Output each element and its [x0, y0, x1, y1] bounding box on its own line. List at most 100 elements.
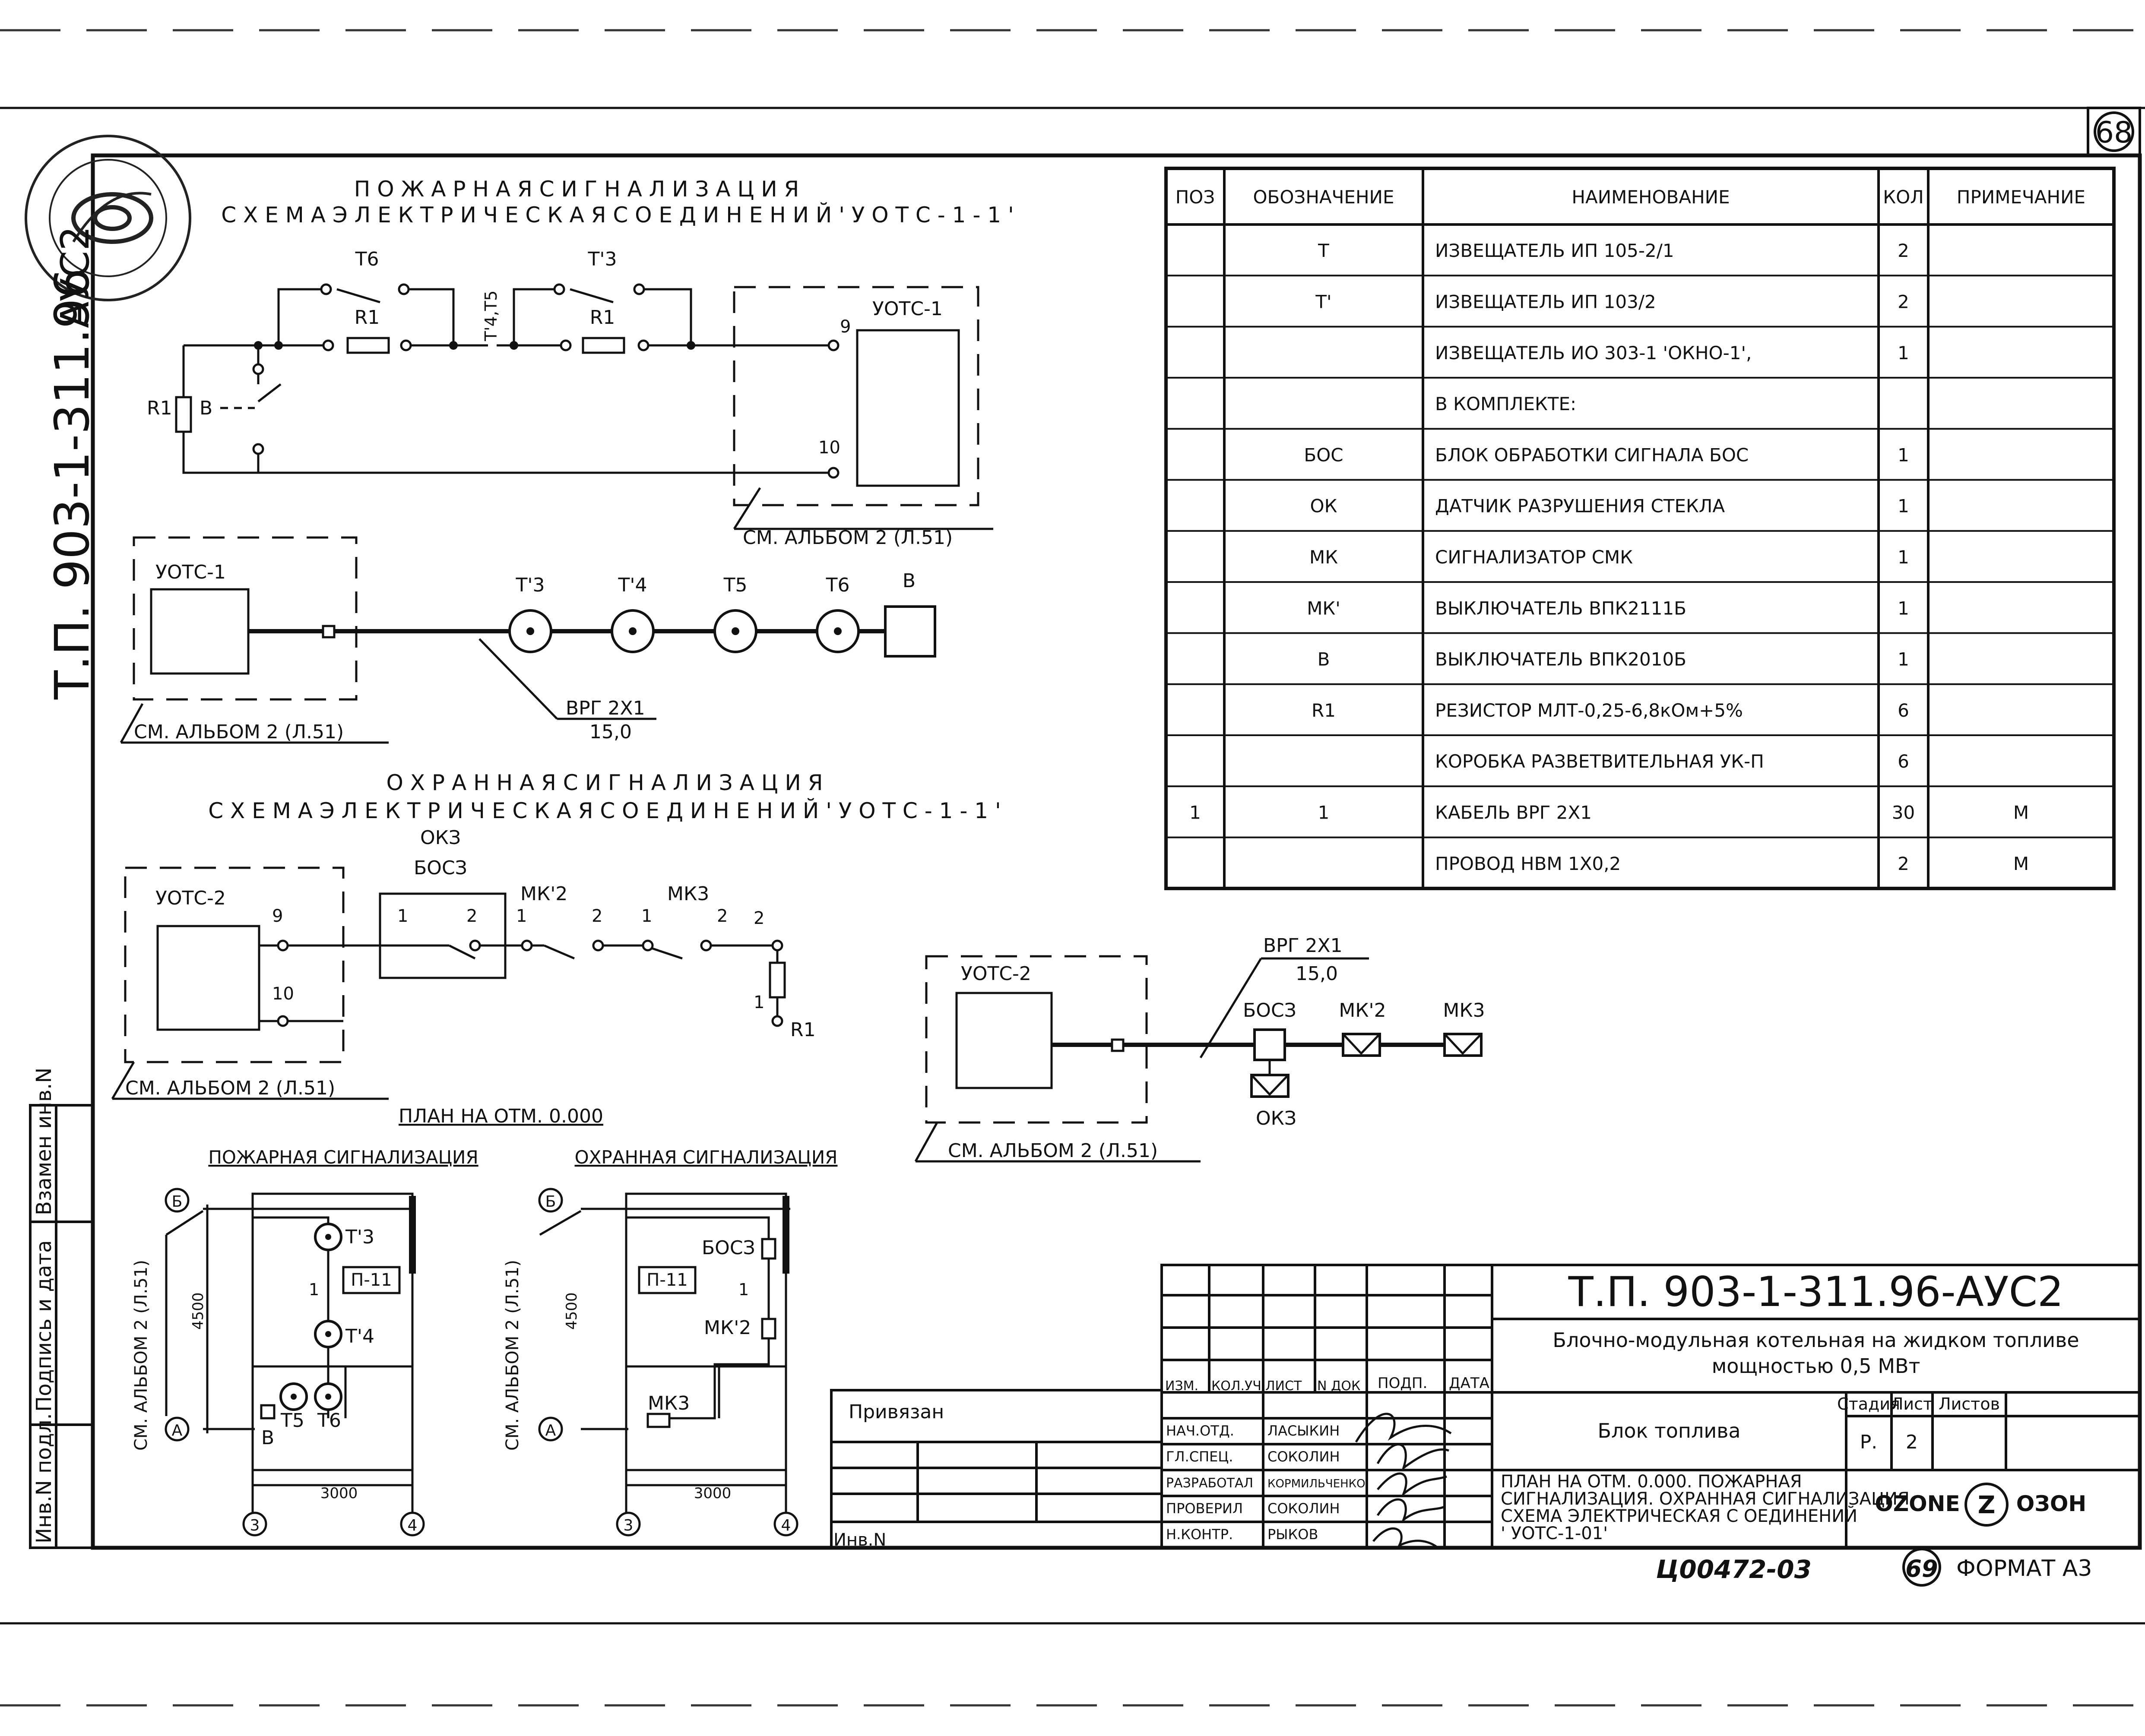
table-cell: Т [1318, 240, 1329, 261]
table-cell: ИЗВЕЩАТЕЛЬ ИП 103/2 [1435, 291, 1656, 312]
svg-text:Т5: Т5 [280, 1410, 304, 1432]
svg-text:РАЗРАБОТАЛ: РАЗРАБОТАЛ [1166, 1476, 1253, 1491]
svg-text:Б: Б [172, 1193, 183, 1211]
svg-text:Т5: Т5 [723, 574, 748, 596]
svg-text:Подпись и дата: Подпись и дата [32, 1240, 56, 1412]
svg-text:СОКОЛИН: СОКОЛИН [1267, 1500, 1340, 1517]
table-cell: 2 [1898, 240, 1909, 261]
table-cell: ОК [1310, 496, 1337, 517]
svg-text:А: А [545, 1422, 556, 1439]
fire-subtitle: С Х Е М А Э Л Е К Т Р И Ч Е С К А Я С О … [221, 202, 1014, 228]
svg-text:Р.: Р. [1860, 1431, 1878, 1453]
svg-text:R1: R1 [355, 307, 380, 329]
svg-text:СМ. АЛЬБОМ 2 (Л.51): СМ. АЛЬБОМ 2 (Л.51) [125, 1077, 335, 1099]
svg-text:Т6: Т6 [355, 248, 379, 270]
svg-text:УОТС-1: УОТС-1 [155, 561, 226, 583]
svg-text:СМ. АЛЬБОМ 2 (Л.51): СМ. АЛЬБОМ 2 (Л.51) [948, 1140, 1158, 1162]
table-header: ОБОЗНАЧЕНИЕ [1253, 187, 1394, 208]
svg-text:Т'3: Т'3 [345, 1226, 374, 1248]
svg-text:N ДОК: N ДОК [1317, 1379, 1360, 1394]
svg-text:4: 4 [408, 1517, 418, 1534]
svg-text:СМ. АЛЬБОМ 2 (Л.51): СМ. АЛЬБОМ 2 (Л.51) [503, 1260, 523, 1451]
svg-text:П-11: П-11 [351, 1270, 392, 1290]
table-cell: БЛОК ОБРАБОТКИ СИГНАЛА БОС [1435, 444, 1749, 465]
svg-text:Т'4: Т'4 [618, 574, 647, 596]
svg-text:ГЛ.СПЕЦ.: ГЛ.СПЕЦ. [1166, 1448, 1233, 1465]
svg-text:ПОДП.: ПОДП. [1378, 1375, 1427, 1392]
svg-text:9: 9 [840, 317, 851, 337]
svg-text:В: В [903, 570, 916, 592]
table-cell: МК [1309, 547, 1338, 568]
table-cell: 1 [1898, 649, 1909, 670]
svg-text:2: 2 [754, 908, 764, 928]
svg-text:ПОЖАРНАЯ СИГНАЛИЗАЦИЯ: ПОЖАРНАЯ СИГНАЛИЗАЦИЯ [208, 1147, 478, 1168]
svg-text:ПЛАН НА ОТМ. 0.000. ПОЖАРНАЯ: ПЛАН НА ОТМ. 0.000. ПОЖАРНАЯ [1501, 1472, 1802, 1492]
svg-text:ФОРМАТ А3: ФОРМАТ А3 [1956, 1556, 2092, 1581]
svg-text:ВРГ 2Х1: ВРГ 2Х1 [566, 697, 645, 719]
svg-text:Z: Z [1978, 1491, 1996, 1519]
corner-number: 68 [2094, 111, 2134, 152]
svg-text:OZONE: OZONE [1875, 1491, 1960, 1516]
table-cell: КОРОБКА РАЗВЕТВИТЕЛЬНАЯ УК-П [1435, 751, 1764, 772]
svg-text:4: 4 [781, 1517, 791, 1534]
svg-text:Лист: Лист [1891, 1394, 1933, 1413]
svg-text:МК3: МК3 [648, 1392, 690, 1414]
cut-marks [0, 29, 2145, 1707]
svg-text:ПРОВЕРИЛ: ПРОВЕРИЛ [1166, 1500, 1243, 1517]
svg-text:мощностью 0,5 МВт: мощностью 0,5 МВт [1712, 1354, 1920, 1378]
table-header: ПОЗ [1175, 187, 1215, 208]
svg-text:РЫКОВ: РЫКОВ [1267, 1526, 1318, 1543]
svg-text:МК3: МК3 [667, 883, 709, 905]
svg-text:ЛАСЫКИН: ЛАСЫКИН [1267, 1423, 1340, 1439]
table-cell: 2 [1898, 291, 1909, 312]
table-header: НАИМЕНОВАНИЕ [1572, 187, 1730, 208]
fire-title: П О Ж А Р Н А Я С И Г Н А Л И З А Ц И Я [354, 177, 799, 202]
svg-text:УОТС-2: УОТС-2 [155, 887, 226, 909]
table-cell: 2 [1898, 853, 1909, 874]
table-cell: Т' [1315, 291, 1331, 312]
svg-text:МК'2: МК'2 [520, 883, 567, 905]
table-cell: СИГНАЛИЗАТОР СМК [1435, 547, 1633, 568]
svg-text:СИГНАЛИЗАЦИЯ. ОХРАННАЯ СИГНАЛИ: СИГНАЛИЗАЦИЯ. ОХРАННАЯ СИГНАЛИЗАЦИЯ. [1501, 1489, 1915, 1509]
svg-text:БОСЗ: БОСЗ [414, 857, 467, 879]
svg-text:Н.КОНТР.: Н.КОНТР. [1166, 1526, 1233, 1543]
table-cell: М [2013, 853, 2029, 874]
svg-text:68: 68 [2095, 116, 2133, 150]
svg-text:R1: R1 [590, 307, 615, 329]
table-cell: ВЫКЛЮЧАТЕЛЬ ВПК2010Б [1435, 649, 1686, 670]
svg-text:2: 2 [466, 906, 477, 926]
plan-title: ПЛАН НА ОТМ. 0.000 [399, 1105, 603, 1127]
svg-text:Взамен инв.N: Взамен инв.N [32, 1068, 56, 1215]
svg-text:3000: 3000 [694, 1485, 732, 1502]
svg-text:П-11: П-11 [646, 1270, 688, 1290]
table-cell: ПРОВОД НВМ 1Х0,2 [1435, 853, 1621, 874]
table-cell: РЕЗИСТОР МЛТ-0,25-6,8кОм+5% [1435, 700, 1743, 721]
svg-text:МК3: МК3 [1443, 999, 1485, 1021]
table-cell: 1 [1318, 802, 1330, 823]
svg-text:Инв.N подл.: Инв.N подл. [32, 1413, 56, 1543]
svg-text:ИЗМ.: ИЗМ. [1165, 1379, 1198, 1394]
table-cell: ИЗВЕЩАТЕЛЬ ИП 105-2/1 [1435, 240, 1674, 261]
table-cell: 6 [1898, 751, 1909, 772]
svg-text:Т'3: Т'3 [516, 574, 545, 596]
svg-text:А: А [172, 1422, 183, 1439]
svg-text:1: 1 [738, 1280, 749, 1299]
svg-text:В: В [200, 397, 212, 419]
side-stamp: Взамен инв.N Подпись и дата Инв.N подл. [29, 1068, 94, 1549]
svg-text:МК'2: МК'2 [704, 1317, 751, 1339]
svg-text:ОХРАННАЯ СИГНАЛИЗАЦИЯ: ОХРАННАЯ СИГНАЛИЗАЦИЯ [575, 1147, 838, 1168]
security-alarm-scheme: О Х Р А Н Н А Я С И Г Н А Л И З А Ц И Я … [111, 770, 1485, 1163]
svg-text:1: 1 [309, 1280, 319, 1299]
table-header: КОЛ [1883, 187, 1923, 208]
svg-text:4500: 4500 [190, 1292, 207, 1330]
table-cell: ИЗВЕЩАТЕЛЬ ИО 303-1 'ОКНО-1', [1435, 342, 1752, 364]
svg-text:СХЕМА ЭЛЕКТРИЧЕСКАЯ С ОЕДИНЕНИ: СХЕМА ЭЛЕКТРИЧЕСКАЯ С ОЕДИНЕНИЙ [1501, 1505, 1857, 1526]
svg-text:ОКЗ: ОКЗ [1256, 1107, 1296, 1129]
svg-text:Т'4: Т'4 [345, 1325, 374, 1347]
svg-text:МК'2: МК'2 [1339, 999, 1386, 1021]
svg-text:Т6: Т6 [317, 1410, 341, 1432]
svg-text:СМ. АЛЬБОМ 2 (Л.51): СМ. АЛЬБОМ 2 (Л.51) [743, 527, 953, 549]
svg-text:СОКОЛИН: СОКОЛИН [1267, 1448, 1340, 1465]
security-subtitle: С Х Е М А Э Л Е К Т Р И Ч Е С К А Я С О … [208, 798, 1001, 823]
svg-text:ДАТА: ДАТА [1449, 1375, 1489, 1392]
